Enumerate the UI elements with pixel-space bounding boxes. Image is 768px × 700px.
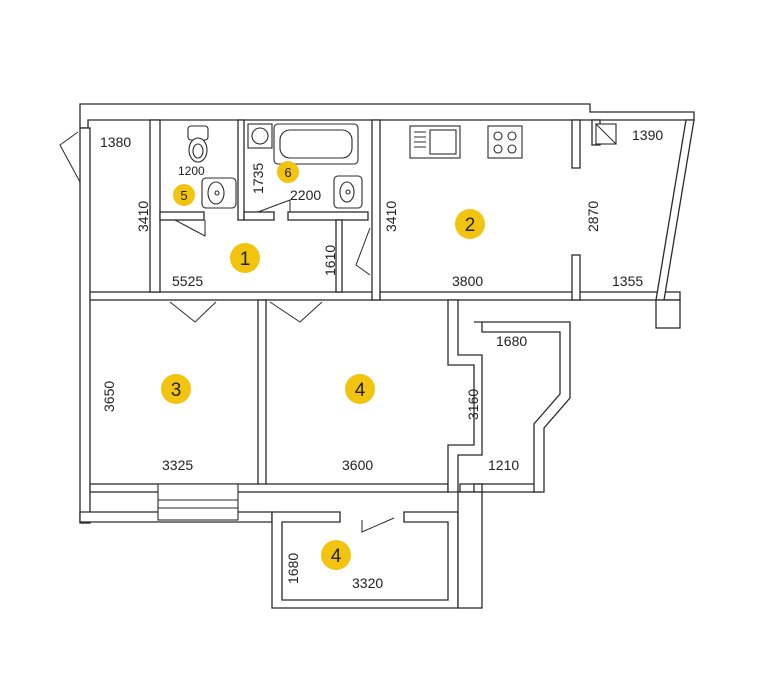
room-badge-1: 1 [230, 243, 260, 273]
sink-icon [201, 177, 237, 209]
stove-icon [487, 125, 523, 159]
dimension-3600: 3600 [342, 457, 373, 473]
sink-icon [333, 175, 363, 209]
dimension-2200: 2200 [290, 187, 321, 203]
dimension-3320: 3320 [352, 575, 383, 591]
walls [79, 103, 695, 609]
dimension-1200: 1200 [178, 164, 205, 178]
dimension-3160: 3160 [465, 389, 481, 420]
svg-text:1: 1 [240, 249, 251, 270]
room-badge-2: 2 [455, 209, 485, 239]
window-icon [157, 483, 239, 521]
svg-text:3: 3 [171, 380, 182, 401]
dimension-labels: 1380 1390 1200 1735 2200 3410 3410 2870 … [100, 127, 663, 591]
dimension-1380: 1380 [100, 134, 131, 150]
kitchen-sink-icon [409, 125, 461, 159]
dimension-3325: 3325 [162, 457, 193, 473]
dimension-3800: 3800 [452, 273, 483, 289]
bathtub-icon [273, 123, 359, 165]
dimension-1680-balcony: 1680 [285, 553, 301, 584]
dimension-3650: 3650 [101, 381, 117, 412]
dimension-1610: 1610 [322, 245, 338, 276]
dimension-1680-loggia: 1680 [496, 333, 527, 349]
svg-text:5: 5 [180, 188, 187, 203]
toilet-icon [187, 125, 209, 163]
window-icon [595, 123, 617, 145]
dimension-1210: 1210 [488, 457, 519, 473]
svg-text:6: 6 [284, 165, 291, 180]
room-badge-4-balcony: 4 [321, 540, 351, 570]
room-badge-6: 6 [277, 161, 299, 183]
svg-text:2: 2 [465, 215, 476, 236]
dimension-1390: 1390 [632, 127, 663, 143]
dimension-3410-left: 3410 [135, 201, 151, 232]
dimension-1735: 1735 [250, 163, 266, 194]
room-badge-5: 5 [173, 184, 195, 206]
svg-text:4: 4 [355, 380, 366, 401]
door-swing-icon [59, 131, 395, 533]
room-badges: 1 2 3 4 4 5 6 [161, 161, 485, 570]
washing-machine-icon [247, 123, 273, 149]
room-badge-4: 4 [345, 374, 375, 404]
room-badge-3: 3 [161, 374, 191, 404]
dimension-5525: 5525 [172, 273, 203, 289]
dimension-1355: 1355 [612, 273, 643, 289]
dimension-3410-kitchen: 3410 [383, 201, 399, 232]
dimension-2870: 2870 [585, 201, 601, 232]
svg-text:4: 4 [331, 546, 342, 567]
